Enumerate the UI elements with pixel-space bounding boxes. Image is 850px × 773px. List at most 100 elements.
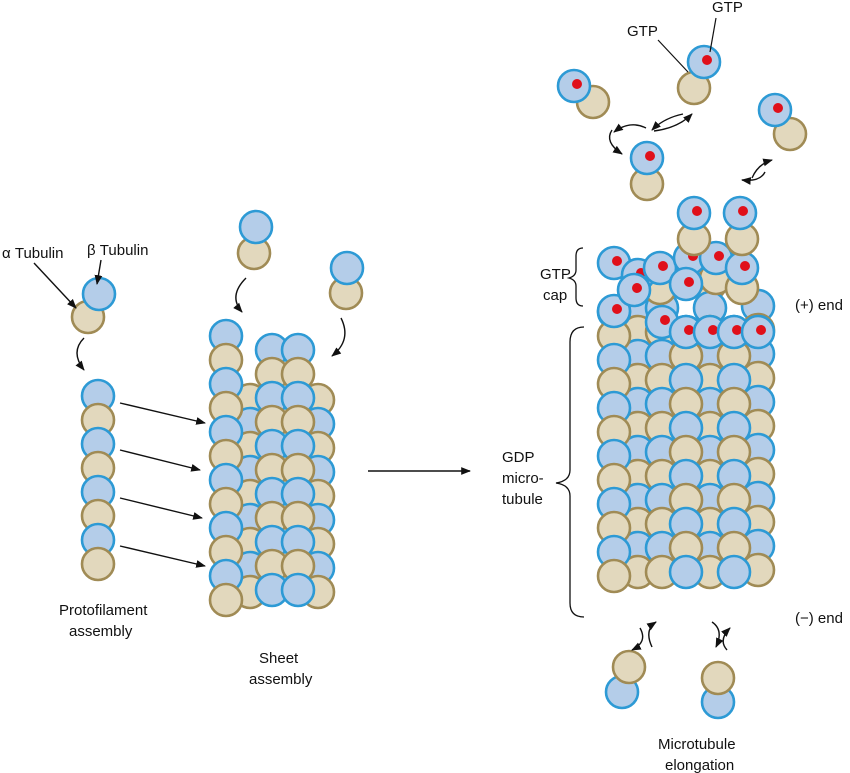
- tubulin-dimer: [757, 92, 808, 152]
- sheet-label-line1: Sheet: [259, 650, 299, 667]
- arrow: [651, 113, 684, 131]
- tubulin-dimer: [676, 195, 712, 257]
- arrow: [720, 627, 731, 651]
- beta-tubulin-subunit: [668, 554, 704, 590]
- beta-tubulin-subunit: [81, 276, 117, 312]
- beta-tubulin-subunit: [757, 92, 793, 128]
- arrow: [751, 158, 773, 179]
- gtp-cap-label-line2: cap: [543, 287, 567, 304]
- beta-tubulin-subunit: [686, 44, 722, 80]
- protofilament-label-line2: assembly: [69, 623, 133, 640]
- tubulin-dimer: [700, 660, 736, 720]
- gtp-dot: [684, 277, 694, 287]
- arrow: [33, 262, 77, 309]
- beta-tubulin-subunit: [238, 209, 274, 245]
- gdp-microtubule-bracket: [555, 326, 585, 618]
- beta-tubulin-subunit: [556, 68, 592, 104]
- brackets: [555, 247, 585, 618]
- elongation-label-line2: elongation: [665, 757, 734, 773]
- tubulin-structures: [70, 44, 808, 720]
- alpha-tubulin-label: α Tubulin: [2, 245, 63, 262]
- sheet-label-line2: assembly: [249, 671, 313, 688]
- gtp-dot: [612, 304, 622, 314]
- gtp-dot: [645, 151, 655, 161]
- gdp-label-line1: GDP: [502, 449, 535, 466]
- sheet: [208, 318, 336, 618]
- minus-end-label: (−) end: [795, 610, 843, 627]
- beta-tubulin-subunit: [668, 266, 704, 302]
- beta-tubulin-subunit: [616, 272, 652, 308]
- gtp-dot: [708, 325, 718, 335]
- gdp-label-line3: tubule: [502, 491, 543, 508]
- beta-tubulin-subunit: [280, 572, 316, 608]
- alpha-tubulin-subunit: [611, 649, 647, 685]
- process-arrows: [33, 17, 773, 651]
- protofilament: [80, 378, 116, 582]
- gdp-label-line2: micro-: [502, 470, 544, 487]
- gtp-dot: [684, 325, 694, 335]
- gtp-dot: [738, 206, 748, 216]
- gtp-label-left: GTP: [627, 23, 658, 40]
- beta-tubulin-subunit: [596, 293, 632, 329]
- alpha-tubulin-subunit: [80, 546, 116, 582]
- arrow: [631, 627, 644, 651]
- arrow: [331, 317, 346, 357]
- tubulin-dimer: [556, 68, 611, 120]
- alpha-tubulin-subunit: [208, 582, 244, 618]
- tubulin-dimer: [70, 276, 117, 335]
- arrow: [75, 337, 85, 371]
- gtp-dot: [572, 79, 582, 89]
- gtp-cap-bracket: [566, 247, 584, 307]
- beta-tubulin-subunit: [740, 314, 776, 350]
- arrow: [233, 277, 247, 313]
- tubulin-dimer: [676, 44, 722, 106]
- beta-tubulin-subunit: [716, 314, 752, 350]
- gtp-dot: [702, 55, 712, 65]
- gtp-dot: [732, 325, 742, 335]
- gtp-dot: [658, 261, 668, 271]
- arrow: [711, 621, 724, 648]
- arrow: [119, 497, 203, 520]
- alpha-tubulin-subunit: [596, 558, 632, 594]
- gtp-dot: [612, 256, 622, 266]
- elongation-label-line1: Microtubule: [658, 736, 736, 753]
- beta-tubulin-subunit: [724, 250, 760, 286]
- arrow: [119, 449, 201, 472]
- tubulin-dimer: [604, 649, 647, 710]
- tubulin-dimer: [629, 140, 665, 202]
- beta-tubulin-subunit: [698, 240, 734, 276]
- arrow: [119, 402, 206, 425]
- arrow: [741, 171, 766, 185]
- gtp-leader-line: [657, 39, 689, 73]
- beta-tubulin-label: β Tubulin: [87, 242, 148, 259]
- tubulin-dimer: [722, 195, 760, 257]
- beta-tubulin-subunit: [722, 195, 758, 231]
- gtp-dot: [756, 325, 766, 335]
- gtp-dot: [660, 315, 670, 325]
- beta-tubulin-subunit: [329, 250, 365, 286]
- arrow: [94, 259, 103, 285]
- beta-tubulin-subunit: [716, 554, 752, 590]
- gtp-dot: [773, 103, 783, 113]
- arrow: [608, 129, 623, 155]
- gtp-cap: [596, 240, 776, 350]
- tubulin-dimer: [328, 250, 365, 311]
- beta-tubulin-subunit: [629, 140, 665, 176]
- plus-end-label: (+) end: [795, 297, 843, 314]
- alpha-tubulin-subunit: [700, 660, 736, 696]
- arrow: [613, 123, 647, 133]
- gtp-dot: [692, 206, 702, 216]
- beta-tubulin-subunit: [676, 195, 712, 231]
- gtp-label-right: GTP: [712, 0, 743, 16]
- protofilament-label-line1: Protofilament: [59, 602, 148, 619]
- tubulin-dimer: [236, 209, 274, 271]
- gtp-cap-label-line1: GTP: [540, 266, 571, 283]
- arrow: [119, 545, 206, 568]
- gtp-dot: [632, 283, 642, 293]
- gtp-leader-line: [709, 17, 717, 53]
- arrow: [646, 621, 657, 648]
- gtp-dot: [740, 261, 750, 271]
- gtp-dot: [714, 251, 724, 261]
